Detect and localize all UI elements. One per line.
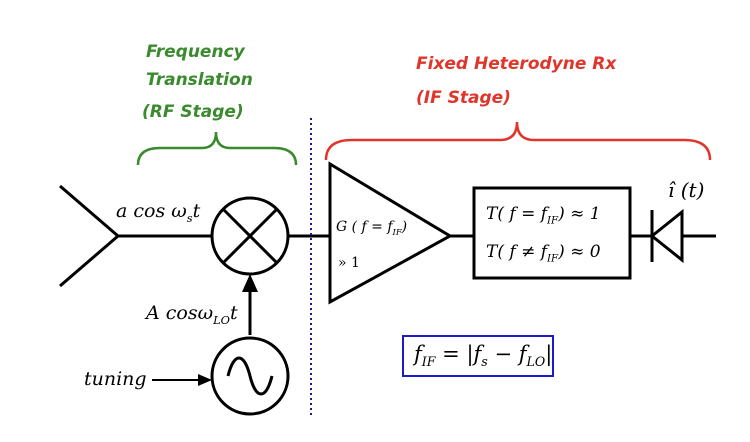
tuning-arrow [152, 374, 212, 386]
antenna-icon [59, 184, 212, 288]
oscillator-icon [210, 336, 290, 416]
rf-stage-label-line1: Frequency [146, 42, 245, 62]
input-signal-label: a cos ωst [116, 200, 201, 225]
filter-box [472, 186, 632, 280]
output-current-label: î (t) [668, 178, 705, 202]
if-stage-label-line1: Fixed Heterodyne Rx [416, 54, 617, 74]
mixer-icon [210, 196, 290, 276]
if-stage-label-line2: (IF Stage) [416, 88, 511, 108]
filter-stopband-label: T( f ≠ fIF) ≈ 0 [486, 242, 601, 265]
rf-stage-label-line2: Translation [146, 70, 253, 90]
amp-gain-label: G ( f = fIF) [336, 219, 408, 237]
rf-stage-brace [136, 131, 298, 166]
filter-passband-label: T( f = fIF) ≈ 1 [486, 204, 601, 227]
rf-stage-label-line3: (RF Stage) [142, 102, 244, 122]
amplifier-icon [328, 161, 454, 305]
if-formula-box [402, 335, 554, 377]
lo-path [242, 274, 258, 335]
if-formula: fIF = |fs − fLO| [414, 342, 553, 370]
if-stage-brace [324, 121, 712, 161]
lo-signal-label: A cosωLOt [146, 302, 238, 327]
tuning-label: tuning [84, 368, 147, 390]
diode-icon [649, 208, 716, 264]
amp-gain-value: » 1 [338, 255, 360, 271]
